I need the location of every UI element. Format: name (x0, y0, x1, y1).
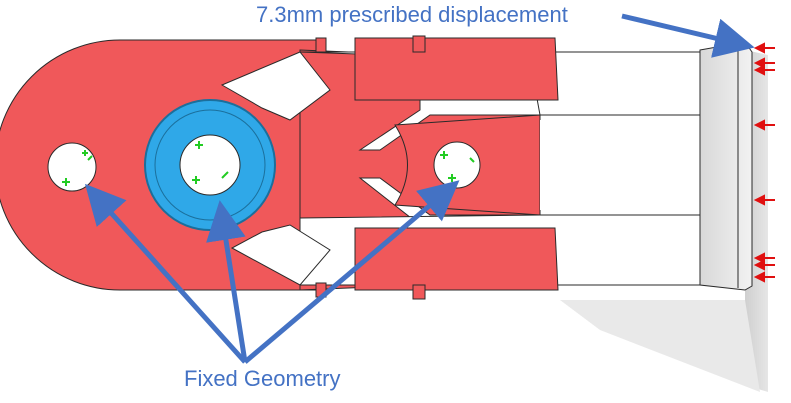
upper-red-tab (412, 35, 426, 53)
red-force-arrow-icon (753, 42, 775, 283)
arrow-to-bearing (206, 200, 248, 363)
arm-slot (540, 120, 700, 210)
end-plate (699, 41, 753, 291)
left-hole (47, 142, 97, 192)
part-shadow-bottom (560, 300, 760, 392)
annotation-arrows (84, 13, 755, 364)
arrow-to-plate (621, 13, 755, 58)
displacement-label: 7.3mm prescribed displacement (256, 2, 568, 27)
upper-red-tab-left (315, 37, 327, 53)
lower-red-pad (354, 227, 559, 291)
upper-red-pad (354, 37, 559, 101)
right-hole (433, 141, 481, 189)
lower-wedge (230, 224, 331, 286)
lower-red-tab (412, 284, 426, 300)
arrow-to-right-hole (243, 180, 460, 364)
arrow-to-left-hole (84, 183, 247, 364)
green-fixture-arrow-icon (62, 141, 475, 186)
fixed-geometry-label: Fixed Geometry (184, 366, 341, 391)
bearing-hole (179, 134, 241, 196)
upper-wedge (220, 51, 331, 121)
